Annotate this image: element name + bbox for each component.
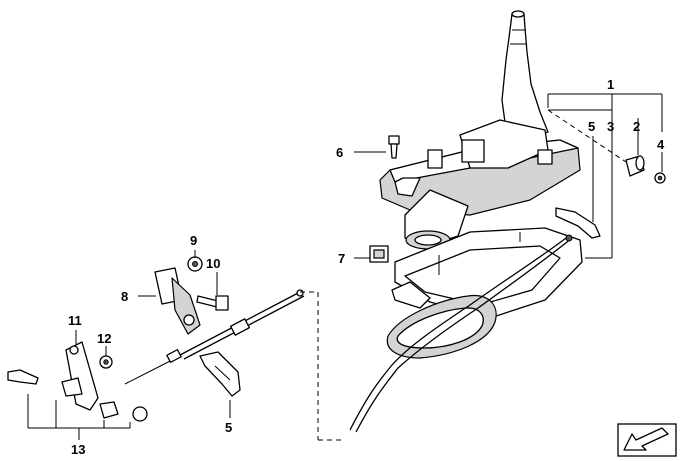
- callout-numbers: 1 3 2 4 5 6 7 8 9 10 11 12 5 13: [68, 77, 665, 457]
- callout-5-top: 5: [588, 119, 595, 134]
- nut-part: [187, 256, 203, 272]
- arrow-down-left-icon[interactable]: [617, 423, 677, 457]
- bolt-part: [196, 295, 229, 311]
- callout-2: 2: [633, 119, 640, 134]
- callout-10: 10: [206, 256, 220, 271]
- bracket-part: [154, 267, 201, 335]
- callout-11: 11: [68, 313, 82, 328]
- callout-9: 9: [190, 233, 197, 248]
- callout-7: 7: [338, 251, 345, 266]
- callout-5-bottom: 5: [225, 420, 232, 435]
- parts-set-13: [7, 369, 148, 422]
- callout-1: 1: [607, 77, 614, 92]
- lever-arm-part: [65, 341, 99, 411]
- clip-part: [369, 245, 389, 263]
- callout-3: 3: [607, 119, 614, 134]
- callout-13: 13: [71, 442, 85, 457]
- callout-4: 4: [657, 137, 665, 152]
- callout-8: 8: [121, 289, 128, 304]
- shift-lever-assembly: [349, 10, 666, 433]
- callout-6: 6: [336, 145, 343, 160]
- hex-nut-part: [99, 355, 113, 369]
- callout-12: 12: [97, 331, 111, 346]
- bushing-part: [625, 155, 645, 177]
- star-washer-part: [654, 172, 666, 184]
- callout-leaders: [27, 93, 663, 441]
- screw-part: [388, 135, 400, 159]
- selector-lever-part: [199, 351, 241, 397]
- linkage-assembly: [7, 256, 305, 422]
